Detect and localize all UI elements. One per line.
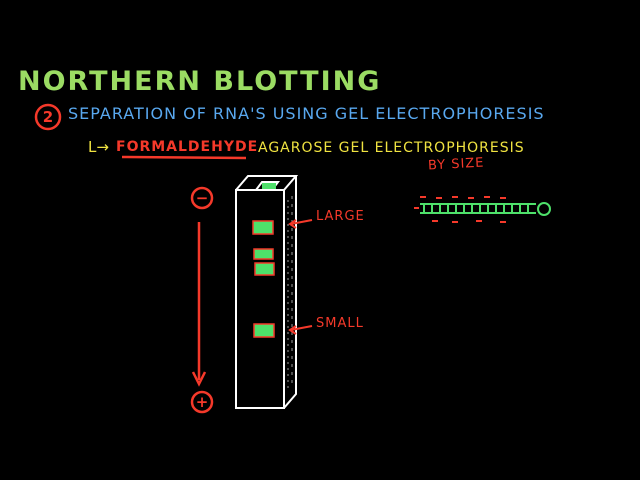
step-number: 2 <box>43 108 53 126</box>
positive-terminal: + <box>196 393 209 411</box>
negative-terminal: − <box>196 189 209 207</box>
band-mid-1 <box>254 249 273 259</box>
band-small <box>254 324 274 337</box>
step-text: SEPARATION OF RNA'S USING GEL ELECTROPHO… <box>68 104 545 123</box>
rna-molecule <box>414 197 550 222</box>
band-large <box>253 221 273 234</box>
agarose-label: AGAROSE GEL ELECTROPHORESIS <box>258 140 525 156</box>
subpoint-arrow: L→ <box>88 138 109 156</box>
small-label: SMALL <box>316 316 364 331</box>
large-label: LARGE <box>316 209 365 224</box>
formaldehyde-underline <box>122 157 246 158</box>
band-mid-2 <box>255 263 274 275</box>
gel-bands <box>253 221 274 337</box>
gel-well <box>262 183 276 189</box>
by-size-annotation: BY SIZE <box>428 156 485 174</box>
formaldehyde-label: FORMALDEHYDE <box>116 139 258 155</box>
gel-slab <box>236 176 296 408</box>
